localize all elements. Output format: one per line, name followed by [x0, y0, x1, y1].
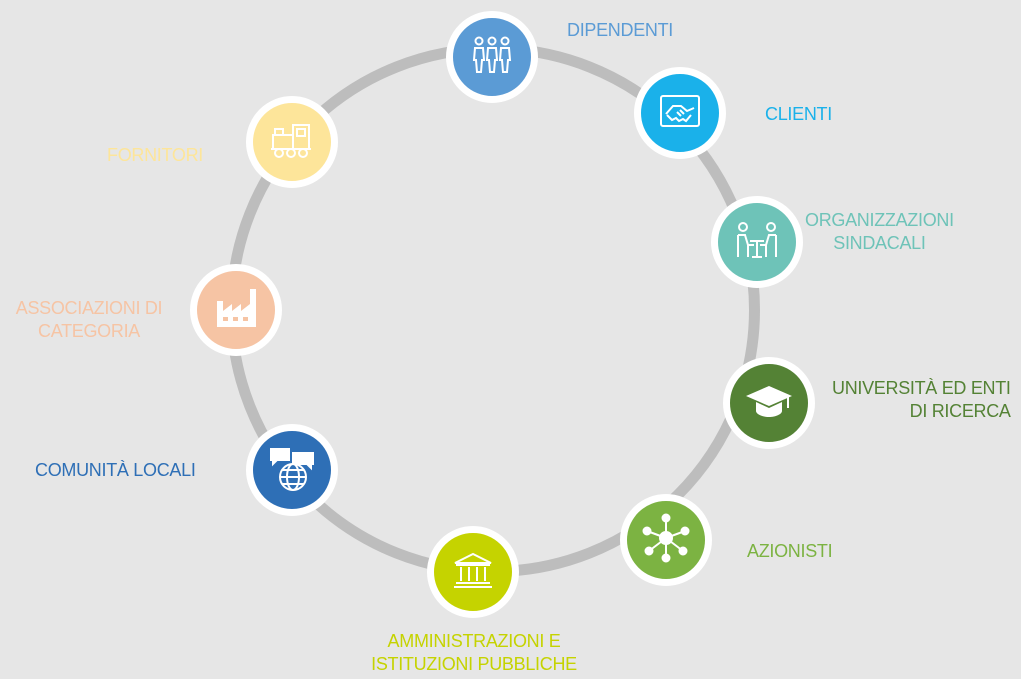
handshake-icon	[653, 84, 707, 143]
label-line: ISTITUZIONI PUBBLICHE	[371, 654, 577, 674]
node-azionisti	[620, 494, 712, 586]
label-line: FORNITORI	[107, 145, 203, 165]
label-clienti: CLIENTI	[765, 103, 832, 126]
label-line: DI RICERCA	[909, 401, 1011, 421]
label-line: ORGANIZZAZIONI	[805, 210, 954, 230]
label-line: COMUNITÀ LOCALI	[35, 460, 196, 480]
label-line: DIPENDENTI	[567, 20, 674, 40]
meeting-table-icon	[730, 213, 784, 272]
label-line: UNIVERSITÀ ED ENTI	[832, 378, 1011, 398]
label-line: ASSOCIAZIONI DI	[15, 298, 163, 318]
label-universita: UNIVERSITÀ ED ENTI DI RICERCA	[832, 377, 1011, 423]
globe-chat-icon	[265, 441, 319, 500]
people-icon	[465, 28, 519, 87]
label-fornitori: FORNITORI	[107, 144, 203, 167]
label-comunita: COMUNITÀ LOCALI	[35, 459, 196, 482]
node-fornitori	[246, 96, 338, 188]
label-line: CATEGORIA	[38, 321, 140, 341]
node-clienti	[634, 67, 726, 159]
label-line: AMMINISTRAZIONI E	[387, 631, 561, 651]
node-organizzazioni	[711, 196, 803, 288]
factory-icon	[209, 281, 263, 340]
train-icon	[265, 113, 319, 172]
label-line: CLIENTI	[765, 104, 832, 124]
label-amministrazioni: AMMINISTRAZIONI E ISTITUZIONI PUBBLICHE	[365, 630, 583, 676]
node-dipendenti	[446, 11, 538, 103]
graduation-cap-icon	[742, 374, 796, 433]
label-associazioni: ASSOCIAZIONI DI CATEGORIA	[10, 297, 168, 343]
node-amministrazioni	[427, 526, 519, 618]
network-hub-icon	[639, 511, 693, 570]
label-azionisti: AZIONISTI	[747, 540, 833, 563]
label-dipendenti: DIPENDENTI	[567, 19, 673, 42]
node-comunita	[246, 424, 338, 516]
node-universita	[723, 357, 815, 449]
label-organizzazioni: ORGANIZZAZIONI SINDACALI	[805, 209, 954, 255]
label-line: AZIONISTI	[747, 541, 833, 561]
institution-building-icon	[446, 543, 500, 602]
label-line: SINDACALI	[833, 233, 926, 253]
node-associazioni	[190, 264, 282, 356]
